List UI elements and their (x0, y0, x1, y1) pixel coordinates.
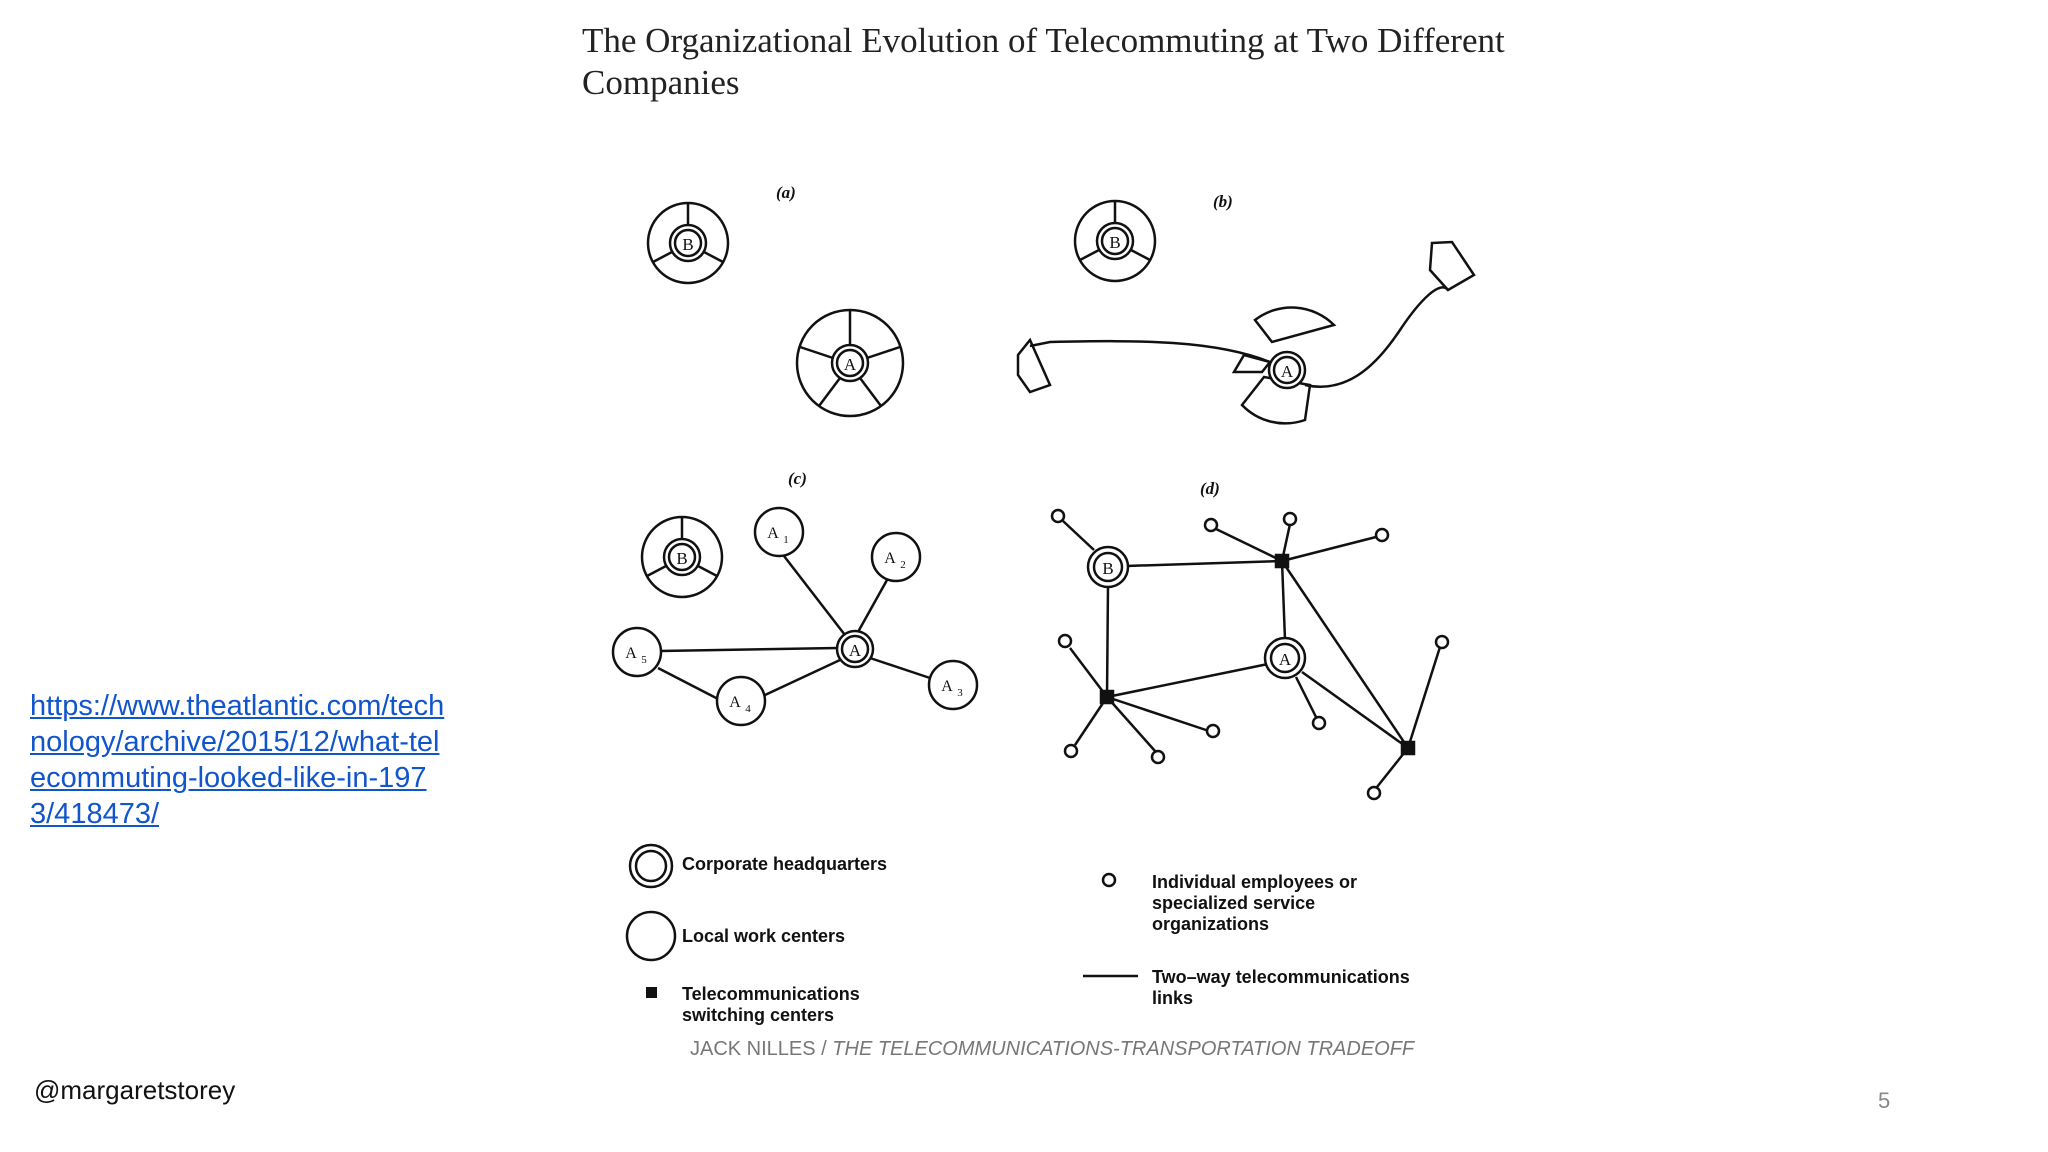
switching-centers (1099, 553, 1416, 756)
legend-switching-symbol (646, 987, 657, 998)
node-a-hq: A (835, 629, 875, 669)
node-a-label: A (849, 641, 862, 660)
node-b-hq: B (640, 515, 724, 599)
work-center-a1-letter: A (767, 525, 779, 542)
panel-a-label: (a) (776, 183, 796, 202)
legend-switching-label-2: switching centers (682, 1005, 835, 1025)
source-link[interactable]: https://www.theatlantic.com/technology/a… (30, 690, 445, 830)
node-b-hq: B (1086, 545, 1130, 589)
page-number: 5 (1878, 1088, 1891, 1113)
work-center-a2-letter: A (884, 550, 896, 567)
spokes-d (1062, 520, 1442, 788)
legend-individual-label-1: Individual employees or (1152, 872, 1358, 892)
node-a-hq: A (1263, 636, 1307, 680)
legend-links-label-1: Two–way telecommunications (1152, 967, 1410, 987)
work-center-a2-sub: 2 (900, 559, 906, 571)
panel-a: (a) B (646, 183, 905, 418)
work-center-a4-letter: A (729, 694, 741, 711)
links-c (657, 555, 931, 702)
node-a-hq: A (795, 308, 905, 418)
links-d (1105, 559, 1410, 750)
work-center-a4: A 4 (715, 675, 767, 727)
node-b-label: B (1109, 233, 1120, 252)
legend-hq-symbol (628, 843, 674, 889)
node-b-label: B (676, 549, 687, 568)
panel-b: (b) B A (1016, 192, 1476, 425)
legend-symbols (625, 843, 1138, 998)
node-a-hq: A (1231, 306, 1337, 425)
individual-employees (1050, 508, 1450, 801)
figure-credit: JACK NILLES / THE TELECOMMUNICATIONS-TRA… (690, 1038, 1414, 1061)
work-center-a5: A 5 (611, 626, 663, 678)
panel-c-label: (c) (788, 469, 807, 488)
node-a-label: A (1279, 650, 1292, 669)
work-center-a5-sub: 5 (641, 654, 647, 666)
panel-d: (d) (1050, 479, 1450, 801)
remote-fan-right (1428, 240, 1476, 292)
legend-local-symbol (625, 910, 677, 962)
author-handle: @margaretstorey (34, 1075, 236, 1105)
node-b-label: B (682, 235, 693, 254)
work-center-a3-letter: A (941, 678, 953, 695)
link-left (1029, 339, 1271, 364)
remote-fan-left (1016, 337, 1052, 394)
node-b-label: B (1102, 559, 1113, 578)
work-center-a4-sub: 4 (745, 703, 751, 715)
credit-title: THE TELECOMMUNICATIONS-TRANSPORTATION TR… (832, 1038, 1415, 1060)
node-b-hq: B (1073, 199, 1157, 283)
node-a-label: A (1281, 362, 1294, 381)
panel-b-label: (b) (1213, 192, 1233, 211)
slide-title: The Organizational Evolution of Telecomm… (582, 21, 1505, 102)
link-right (1304, 286, 1449, 388)
node-b-hq: B (646, 201, 730, 285)
panel-c: (c) B (611, 469, 979, 727)
legend-local-label: Local work centers (682, 926, 846, 946)
legend-individual-label-3: organizations (1152, 914, 1270, 934)
panel-d-label: (d) (1200, 479, 1220, 498)
credit-author: JACK NILLES / (690, 1038, 827, 1060)
work-center-a1: A 1 (753, 506, 805, 558)
legend-individual-symbol (1101, 872, 1117, 888)
legend-hq-label: Corporate headquarters (682, 854, 888, 874)
work-center-a3-sub: 3 (957, 687, 963, 699)
work-center-a5-letter: A (625, 645, 637, 662)
legend-links-label-2: links (1152, 988, 1194, 1008)
legend-individual-label-2: specialized service (1152, 893, 1316, 913)
legend-switching-label-1: Telecommunications (682, 984, 860, 1004)
work-center-a1-sub: 1 (783, 534, 789, 546)
node-a-label: A (844, 355, 857, 374)
work-center-a3: A 3 (927, 659, 979, 711)
work-center-a2: A 2 (870, 531, 922, 583)
